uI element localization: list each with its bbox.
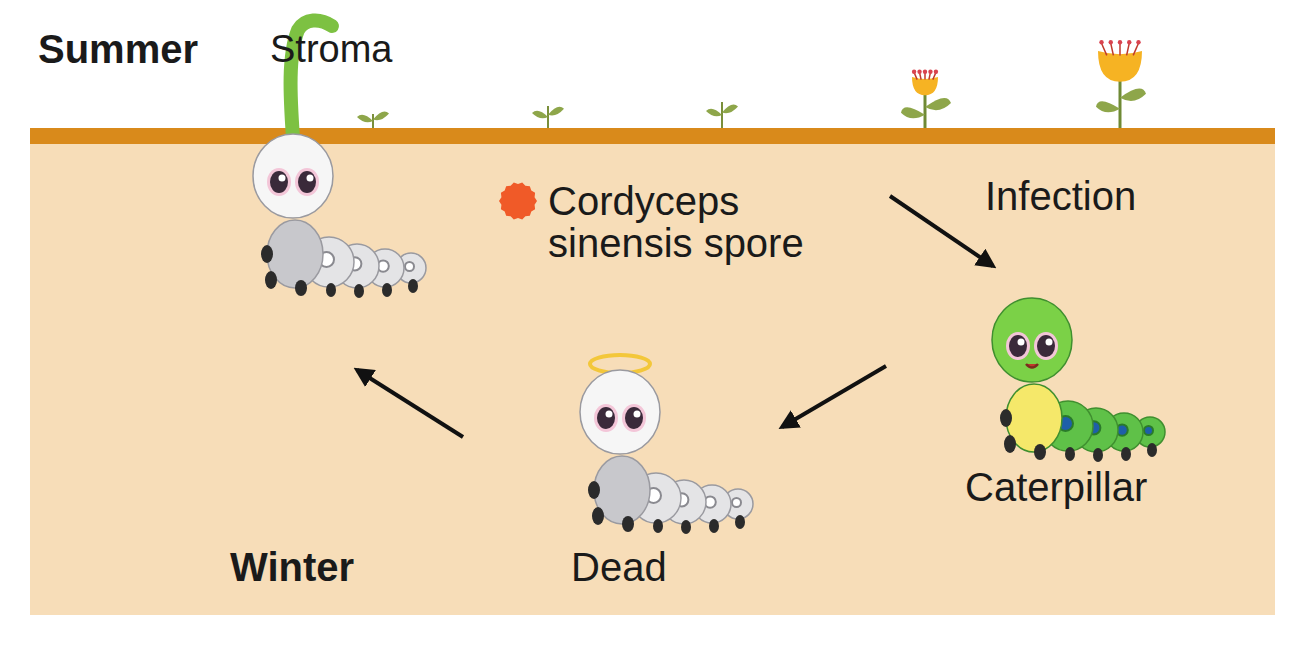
flower [901,70,951,128]
spore [499,182,537,219]
stage-label: Dead [571,546,667,588]
flower [1096,40,1146,128]
stage-label: Stroma [270,30,392,70]
ground-surface [30,128,1275,144]
dead-caterpillar [580,370,753,534]
mummified-caterpillar [253,134,426,298]
stage-label: Caterpillar [965,466,1147,508]
caterpillars [253,20,1165,534]
stage-label: Cordyceps sinensis spore [548,180,878,264]
plants [357,40,1146,128]
season-label: Summer [38,28,198,70]
arrow [782,366,886,427]
arrow [357,370,463,437]
season-label: Winter [230,546,354,588]
stage-label: Infection [985,175,1136,217]
caterpillar-figure [992,298,1165,462]
soil [30,140,1275,615]
sprout [532,106,564,128]
sprout [357,112,389,128]
sprout [706,102,738,128]
arrow [890,196,993,266]
